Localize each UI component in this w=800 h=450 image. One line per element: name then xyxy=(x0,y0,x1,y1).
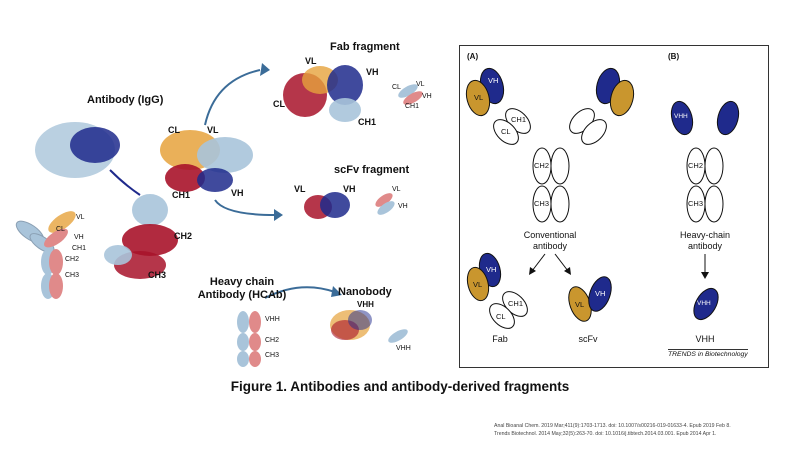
igg-label-ch2: CH2 xyxy=(174,231,193,241)
conv-name-line2: antibody xyxy=(532,241,568,251)
arrow-to-nanobody-head xyxy=(331,286,342,297)
fab-schem-vh: VH xyxy=(422,93,432,100)
fab-cl-label: CL xyxy=(496,312,506,321)
scfv-vl-label: VL xyxy=(575,300,585,309)
vhh-label: VHH xyxy=(697,300,711,307)
fab-label-vh: VH xyxy=(366,67,379,77)
arrow-to-scfv-head xyxy=(274,209,283,221)
fab-label-cl: CL xyxy=(273,99,285,109)
nanobody-schem-vhh: VHH xyxy=(396,345,411,352)
igg-label-vh: VH xyxy=(231,188,244,198)
fab-label-vl: VL xyxy=(305,56,317,66)
scfv-structure xyxy=(304,192,350,219)
igg-schem-ch3: CH3 xyxy=(65,272,80,279)
nanobody-structure xyxy=(330,310,372,340)
hcab-schematic xyxy=(237,311,261,367)
arrow-to-fab xyxy=(204,69,261,126)
igg-schem-vh: VH xyxy=(74,234,84,241)
scfv-vh-label: VH xyxy=(595,289,606,298)
scfv-schem-vh: VH xyxy=(398,203,408,210)
fab-vh-label: VH xyxy=(486,265,497,274)
conv-vl-label: VL xyxy=(474,93,484,102)
nanobody-title: Nanobody xyxy=(338,286,392,298)
conv-ch2-label: CH2 xyxy=(534,161,550,170)
trends-source: TRENDS in Biotechnology xyxy=(668,349,748,358)
conv-name-line1: Conventional xyxy=(523,230,577,240)
hcab-title-line2: Antibody (HCAb) xyxy=(197,289,287,301)
fab-structure xyxy=(283,65,363,122)
fab-ch1-label: CH1 xyxy=(508,299,524,308)
scfv-schematic xyxy=(375,193,395,215)
arrow-to-nanobody xyxy=(264,286,336,299)
panel-label-a: (A) xyxy=(467,52,479,61)
conv-ch3-label: CH3 xyxy=(534,199,550,208)
igg-schem-ch1: CH1 xyxy=(72,245,87,252)
fab-schem-ch1: CH1 xyxy=(405,103,420,110)
vhh-name: VHH xyxy=(695,334,715,344)
panel-label-b: (B) xyxy=(668,52,680,61)
trends-figure-panel: (A) (B) xyxy=(459,45,769,368)
arrow-to-fab-head xyxy=(260,63,270,76)
hc-name-line2: antibody xyxy=(687,241,723,251)
hc-ch3-label: CH3 xyxy=(688,199,704,208)
scfv-title: scFv fragment xyxy=(334,164,410,176)
hcab-schem-vhh: VHH xyxy=(265,316,280,323)
fab-name: Fab xyxy=(492,334,508,344)
hcab-schem-ch3: CH3 xyxy=(265,352,280,359)
fab-vl-label: VL xyxy=(473,280,483,289)
fab-title: Fab fragment xyxy=(330,41,400,53)
scfv-label-vh: VH xyxy=(343,184,356,194)
igg-title: Antibody (IgG) xyxy=(87,94,164,106)
conv-ch1-label: CH1 xyxy=(511,115,527,124)
hcab-schem-ch2: CH2 xyxy=(265,337,280,344)
scfv-label-vl: VL xyxy=(294,184,306,194)
panel-drawing xyxy=(465,67,740,329)
conv-vh-label: VH xyxy=(488,76,499,85)
scfv-schem-vl: VL xyxy=(392,186,401,193)
fab-schem-cl: CL xyxy=(392,84,401,91)
scfv-name: scFv xyxy=(578,334,598,344)
citation-2: Trends Biotechnol. 2014 May;32(5):263-70… xyxy=(494,431,717,437)
hc-name-line1: Heavy-chain xyxy=(679,230,731,240)
fab-schematic xyxy=(398,84,423,105)
igg-schem-vl: VL xyxy=(76,214,85,221)
igg-label-vl: VL xyxy=(207,125,219,135)
igg-label-ch1: CH1 xyxy=(172,190,191,200)
igg-schem-ch2: CH2 xyxy=(65,256,80,263)
fab-label-ch1: CH1 xyxy=(358,117,377,127)
hc-ch2-label: CH2 xyxy=(688,161,704,170)
hcab-title-line1: Heavy chain xyxy=(209,276,275,288)
conv-cl-label: CL xyxy=(501,127,511,136)
igg-schematic xyxy=(15,211,76,299)
fab-schem-vl: VL xyxy=(416,81,425,88)
citation-1: Anal Bioanal Chem. 2019 Mar;411(9):1703-… xyxy=(494,423,731,429)
arrow-to-scfv xyxy=(214,199,276,216)
nanobody-label-vhh: VHH xyxy=(357,300,374,309)
igg-schem-cl: CL xyxy=(56,226,65,233)
figure-caption: Figure 1. Antibodies and antibody-derive… xyxy=(230,379,570,394)
igg-structure xyxy=(35,122,253,279)
igg-label-ch3: CH3 xyxy=(148,270,167,280)
hc-vhh-label: VHH xyxy=(674,113,688,120)
igg-label-cl: CL xyxy=(168,125,180,135)
nanobody-schematic xyxy=(388,329,408,343)
